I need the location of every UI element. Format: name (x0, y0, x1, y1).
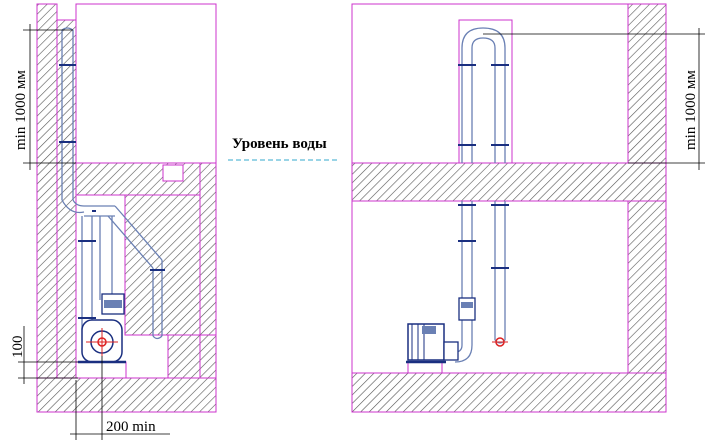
offset-100-dimension (18, 326, 78, 384)
right-outer-wall (627, 3, 667, 413)
left-overflow-box (162, 164, 184, 182)
right-piping (454, 27, 506, 363)
left-pump-bay-step (167, 334, 217, 379)
right-pump (406, 323, 459, 364)
right-height-dimension (483, 28, 705, 170)
right-valve (458, 297, 476, 321)
left-min-height-label: min 1000 мм (13, 70, 29, 150)
right-pump-room (351, 200, 629, 374)
right-min-height-label: min 1000 мм (683, 70, 699, 150)
left-divider-slab (75, 162, 217, 196)
left-pipe-clamps (59, 64, 165, 319)
left-pump-room (75, 194, 201, 379)
left-pump-base (75, 361, 127, 379)
left-height-dimension (23, 24, 76, 170)
right-end-fitting (492, 337, 508, 347)
left-installation: min 1000 мм 100 200 min (10, 3, 217, 440)
left-piping (61, 27, 163, 340)
right-pipe-clamps (458, 64, 509, 269)
left-pump (78, 293, 126, 364)
offset-100-label: 100 (10, 336, 26, 359)
right-floor-slab (351, 162, 667, 202)
left-bottom-slab (36, 377, 217, 413)
water-level-marker: Уровень воды (228, 136, 340, 161)
left-tank-room (75, 3, 217, 164)
left-walls (36, 3, 217, 413)
left-outer-wall (36, 3, 58, 413)
right-tank-room (351, 3, 629, 164)
right-pump-base (407, 361, 443, 374)
right-bottom-slab (351, 372, 667, 413)
right-pipe-shaft (458, 19, 513, 164)
water-level-label: Уровень воды (232, 136, 327, 152)
offset-200-dimension (70, 356, 170, 440)
right-outer-frame (351, 3, 667, 413)
offset-200-label: 200 min (106, 419, 156, 435)
right-installation: min 1000 мм (351, 3, 705, 413)
